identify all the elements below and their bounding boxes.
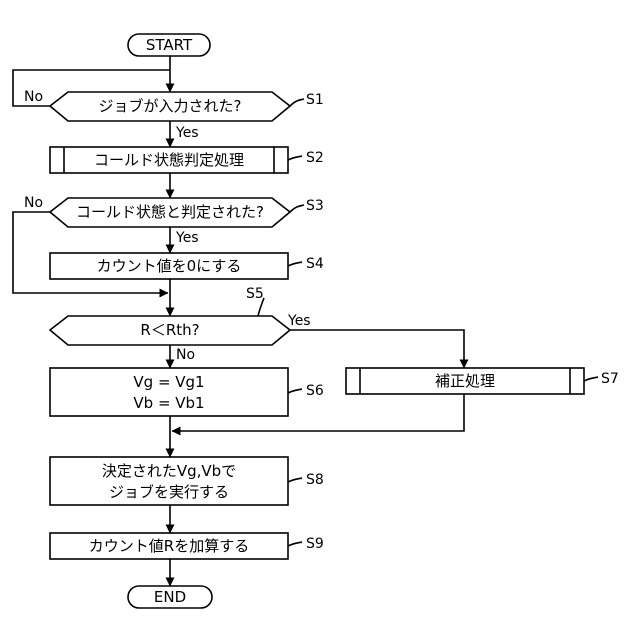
step-label-s3: S3 <box>306 198 324 214</box>
step-label-s1: S1 <box>306 92 324 108</box>
end-label: END <box>154 588 186 606</box>
s3-no-label: No <box>24 195 43 211</box>
step-leader-s9 <box>288 542 302 546</box>
process-s8-line2: ジョブを実行する <box>109 483 229 501</box>
step-leader-s3 <box>290 205 304 212</box>
decision-s5-text: R＜Rth? <box>140 321 199 339</box>
process-s9-text: カウント値Rを加算する <box>89 537 249 555</box>
step-label-s9: S9 <box>306 536 324 552</box>
step-leader-s4 <box>288 262 302 266</box>
step-leader-s1 <box>290 99 304 106</box>
process-s4-text: カウント値を0にする <box>97 257 242 275</box>
step-label-s7: S7 <box>601 371 619 387</box>
s1-yes-label: Yes <box>175 125 199 141</box>
step-leader-s8 <box>288 478 302 482</box>
s1-no-label: No <box>24 89 43 105</box>
start-label: START <box>146 36 193 54</box>
step-leader-s7 <box>584 377 598 381</box>
decision-s3-text: コールド状態と判定された? <box>76 203 264 221</box>
step-leader-s2 <box>288 156 302 160</box>
s3-yes-label: Yes <box>175 230 199 246</box>
process-s8-line1: 決定されたVg,Vbで <box>102 462 236 480</box>
step-leader-s6 <box>288 389 302 393</box>
decision-s1-text: ジョブが入力された? <box>99 97 242 115</box>
process-s6-line1: Vg = Vg1 <box>133 373 204 391</box>
connector-s5-yes-s7 <box>290 330 464 368</box>
step-label-s4: S4 <box>306 256 324 272</box>
process-s2-text: コールド状態判定処理 <box>94 151 244 169</box>
step-label-s8: S8 <box>306 472 324 488</box>
step-label-s2: S2 <box>306 150 324 166</box>
process-s7-text: 補正処理 <box>435 372 495 390</box>
step-label-s6: S6 <box>306 383 324 399</box>
s5-yes-label: Yes <box>287 313 311 329</box>
s5-no-label: No <box>176 347 195 363</box>
process-s6-line2: Vb = Vb1 <box>133 394 204 412</box>
step-label-s5: S5 <box>246 286 264 302</box>
